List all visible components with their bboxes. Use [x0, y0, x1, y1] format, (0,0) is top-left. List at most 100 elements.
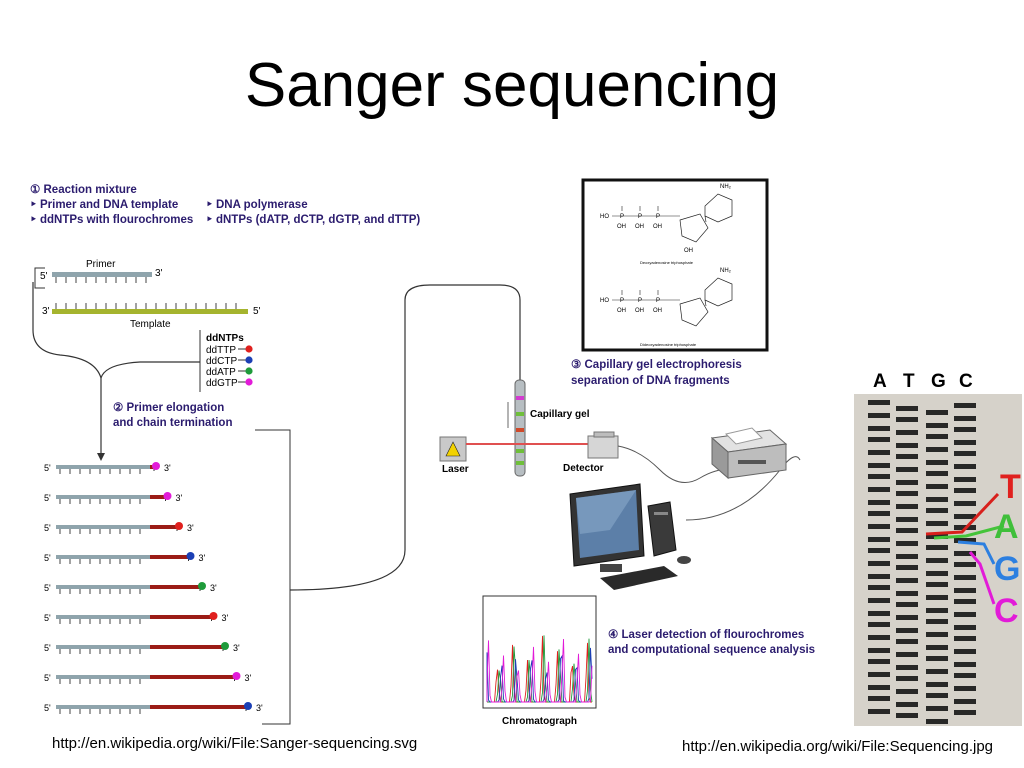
- gel-band: [954, 575, 976, 580]
- molecule-caption: Deoxyadenosine triphosphate: [640, 260, 694, 265]
- phosphate-oh: OH: [635, 224, 644, 230]
- chromatograph-label: Chromatograph: [502, 716, 577, 727]
- fragment-3prime: 3': [222, 613, 229, 623]
- gel-band: [868, 500, 890, 505]
- gel-band: [954, 612, 976, 617]
- step2-line1: ② Primer elongation: [113, 401, 224, 414]
- mix-bracket: [34, 267, 45, 289]
- flow-line-ddntps: [100, 361, 200, 379]
- gel-band: [926, 484, 948, 489]
- lane-letter-a: A: [873, 371, 887, 392]
- gel-band: [954, 427, 976, 432]
- ddntp-ctp-label: ddCTP: [206, 356, 237, 367]
- fragment-terminator-dot: [221, 642, 229, 650]
- gel-band: [868, 548, 890, 553]
- gel-band: [896, 702, 918, 707]
- fragment-5prime: 5': [44, 643, 51, 653]
- detector-label: Detector: [563, 463, 604, 474]
- gel-band: [954, 636, 976, 641]
- fragment-primer: [56, 525, 150, 529]
- phosphate-p: P: [656, 298, 660, 304]
- gel-band: [926, 558, 948, 563]
- template-5prime: 5': [253, 306, 261, 317]
- credit-right[interactable]: http://en.wikipedia.org/wiki/File:Sequen…: [682, 738, 994, 755]
- credit-left[interactable]: http://en.wikipedia.org/wiki/File:Sanger…: [52, 735, 418, 752]
- gel-band: [896, 517, 918, 522]
- ddntp-marker-dot: [245, 356, 253, 364]
- gel-band: [868, 696, 890, 701]
- gel-band: [868, 561, 890, 566]
- gel-band: [954, 625, 976, 630]
- fragment-5prime: 5': [44, 673, 51, 683]
- phosphate-p: P: [638, 214, 642, 220]
- gel-band: [926, 619, 948, 624]
- ddntps-heading: ddNTPs: [206, 333, 244, 344]
- gel-band: [896, 467, 918, 472]
- fragment-3prime: 3': [164, 463, 171, 473]
- gel-band: [868, 598, 890, 603]
- molecule-nh2: NH₂: [720, 184, 732, 190]
- molecule-ho: HO: [600, 298, 609, 304]
- capillary-band-red: [516, 428, 524, 432]
- gel-band: [896, 554, 918, 559]
- step1-heading: ① Reaction mixture: [30, 183, 137, 196]
- gel-band: [926, 693, 948, 698]
- read-letter: G: [994, 550, 1020, 588]
- capillary-band-green-3: [516, 461, 524, 465]
- phosphate-p: P: [638, 298, 642, 304]
- template-strand: [52, 309, 248, 314]
- gel-band: [896, 591, 918, 596]
- gel-band: [868, 413, 890, 418]
- ddntp-marker-dot: [245, 345, 253, 353]
- gel-band: [896, 652, 918, 657]
- fragment-primer: [56, 615, 150, 619]
- terminated-fragments: 5'3'5'3'5'3'5'3'5'3'5'3'5'3'5'3'5'3': [44, 462, 263, 714]
- gel-band: [954, 710, 976, 715]
- molecule-ho: HO: [600, 214, 609, 220]
- gel-band: [896, 491, 918, 496]
- gel-band: [954, 514, 976, 519]
- step4-line1: ④ Laser detection of flourochromes: [608, 628, 804, 641]
- fragment-terminator-dot: [163, 492, 172, 500]
- phosphate-oh: OH: [635, 308, 644, 314]
- flow-line-mix: [32, 282, 102, 379]
- gel-band: [868, 487, 890, 492]
- sugar-oh: OH: [684, 248, 693, 254]
- gel-band: [896, 628, 918, 633]
- fragment-5prime: 5': [44, 523, 51, 533]
- read-line-g: [957, 540, 996, 565]
- gel-band: [954, 686, 976, 691]
- fragment-extension: [150, 525, 177, 529]
- gel-band: [926, 545, 948, 550]
- gel-band: [896, 480, 918, 485]
- gel-band: [926, 582, 948, 587]
- phosphate-p: P: [620, 298, 624, 304]
- gel-band: [926, 521, 948, 526]
- gel-band: [896, 406, 918, 411]
- arrow-head-icon: [97, 453, 105, 461]
- ddntp-markers: [238, 345, 253, 386]
- fragment-primer: [56, 675, 150, 679]
- gel-band: [896, 665, 918, 670]
- read-letter: C: [994, 592, 1019, 630]
- step3-line1: ③ Capillary gel electrophoresis: [571, 358, 742, 371]
- fragment-extension: [150, 465, 154, 469]
- fragment-5prime: 5': [44, 703, 51, 713]
- read-line-a: [933, 524, 1005, 540]
- ddntp-atp-label: ddATP: [206, 367, 236, 378]
- fragment-terminator-dot: [186, 552, 195, 560]
- gel-band: [926, 608, 948, 613]
- fragment-3prime: 3': [176, 493, 183, 503]
- gel-band: [954, 501, 976, 506]
- fragment-3prime: 3': [256, 703, 263, 713]
- fragment-3prime: 3': [199, 553, 206, 563]
- fragment-extension: [150, 585, 200, 589]
- fragment-terminator-dot: [152, 462, 160, 470]
- nucleotide-structures: HO P OH P OH P OH NH₂ OH Deoxyadenosine triphosph…: [600, 184, 733, 347]
- gel-band: [954, 464, 976, 469]
- primer-strand: [52, 272, 152, 277]
- gel-band: [868, 400, 890, 405]
- phosphate-oh: OH: [617, 224, 626, 230]
- gel-band: [954, 588, 976, 593]
